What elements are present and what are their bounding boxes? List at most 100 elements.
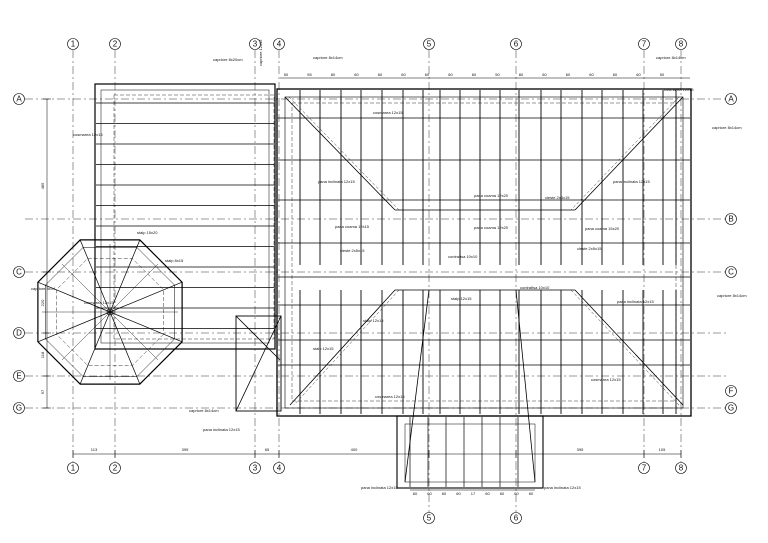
axis-bubble-left-label: C	[16, 268, 22, 277]
axis-bubble-bottom-label: 5	[427, 514, 432, 523]
axis-bubble-bottom-label: 1	[71, 464, 76, 473]
label-capriore-side: capriore 12x15	[258, 39, 263, 66]
axis-bubble-top-label: 1	[71, 40, 76, 49]
axis-bubble-top-circle	[510, 38, 522, 50]
label-cleste-3: cleste 2x5x15	[545, 195, 570, 200]
axis-bubble-left-label: D	[16, 329, 22, 338]
axis-bubble-left-circle	[13, 327, 25, 339]
hip-rafter-dashed	[288, 96, 400, 211]
roof-outline	[94, 83, 692, 489]
octagon-hip	[79, 311, 111, 385]
left-wing-outline	[94, 83, 276, 350]
porch-roof-inner	[404, 423, 536, 483]
dimension-value-top: 60	[589, 72, 594, 77]
label-contrafisa-2: contrafisa 10x10	[520, 285, 550, 290]
label-stalp-1: stalp 12x15	[363, 318, 384, 323]
line-segment	[515, 289, 536, 483]
axis-bubble-bottom-circle	[273, 462, 285, 474]
axis-bubble-bottom-label: 6	[514, 514, 519, 523]
octagonal-turret	[37, 239, 183, 385]
axis-bubble-bottom-circle	[423, 512, 435, 524]
axis-bubble-right-circle	[725, 385, 737, 397]
axis-bubble-right-label: A	[728, 95, 734, 104]
dimension-value-top: 60	[472, 72, 477, 77]
axis-bubble-top-label: 4	[277, 40, 282, 49]
label-pana-coama-1: pana coama 12x15	[335, 224, 370, 229]
hip-rafter-dashed	[570, 289, 680, 406]
dimension-value-lower: 17	[471, 491, 476, 496]
axis-bubble-top-label: 3	[253, 40, 258, 49]
label-capriore-bottom: capriore 8x14cm	[189, 408, 219, 413]
hip-rafter-dashed	[293, 289, 400, 406]
axis-bubble-left-circle	[13, 370, 25, 382]
label-capriore-right2: capriore 8x14cm	[717, 293, 747, 298]
octagon-rafter	[109, 263, 159, 313]
octagon-hip	[79, 239, 111, 313]
label-capriore-top-b: capriore 8x14cm	[313, 55, 343, 60]
axis-bubble-bottom-circle	[510, 512, 522, 524]
dimension-value-top: 60	[636, 72, 641, 77]
line-segment	[574, 289, 684, 406]
axis-bubble-bottom-circle	[675, 462, 687, 474]
dimension-value-lower: 60	[427, 491, 432, 496]
axis-bubble-right-label: G	[728, 404, 734, 413]
dimension-value-top: 60	[542, 72, 547, 77]
axis-bubble-bottom-circle	[67, 462, 79, 474]
dimension-value-lower: 60	[442, 491, 447, 496]
octagon-rafter	[109, 311, 159, 361]
axis-bubble-bottom-label: 7	[642, 464, 647, 473]
label-capriore-top-c: capriore 8x14cm	[656, 55, 686, 60]
dimension-value-lower: 60	[514, 491, 519, 496]
axis-bubble-bottom-circle	[109, 462, 121, 474]
octagon-hip	[109, 311, 141, 385]
axis-bubble-left-label: E	[16, 372, 21, 381]
dimension-value-lower: 60	[485, 491, 490, 496]
octagon-hip	[37, 281, 111, 313]
axis-bubble-bottom-circle	[638, 462, 650, 474]
dimension-value-top: 60	[401, 72, 406, 77]
hip-rafters	[235, 96, 684, 483]
dimension-value-bottom: 105	[659, 447, 666, 452]
axis-bubble-left-label: A	[16, 95, 22, 104]
dimension-value-top: 50	[660, 72, 665, 77]
dimension-value-top: 50	[495, 72, 500, 77]
axis-bubble-bottom-label: 2	[113, 464, 118, 473]
axis-bubble-bottom-label: 8	[679, 464, 684, 473]
octagon-hip	[37, 311, 111, 343]
label-pana-inclinata-4: pana inclinata 12x15	[203, 427, 240, 432]
dimension-value-top: 55	[307, 72, 312, 77]
octagon-outer	[37, 239, 183, 385]
dimension-value-left: 97	[40, 389, 45, 394]
corner-roof-outline	[235, 315, 282, 412]
axis-bubble-top-label: 2	[113, 40, 118, 49]
label-popi-oct: stalp 15x20	[137, 230, 158, 235]
label-capriore-top-a: capriore 8x20cm	[213, 57, 243, 62]
axis-bubble-right-label: B	[728, 215, 733, 224]
octagon-hip	[109, 311, 183, 343]
rafters	[96, 90, 690, 487]
wall-line-dashed	[113, 94, 275, 340]
label-cosmarea-oct: cosmarea 12x15	[84, 300, 114, 305]
dimension-value-lower: 60	[529, 491, 534, 496]
octagon-hip	[109, 239, 141, 313]
axis-bubble-bottom-label: 4	[277, 464, 282, 473]
label-cosmarea-bottom: cosmarea 12x15	[375, 394, 405, 399]
axis-bubble-top-circle	[273, 38, 285, 50]
line-segment	[289, 289, 396, 406]
dimension-value-top: 60	[354, 72, 359, 77]
dimension-value-left: 118	[40, 351, 45, 358]
dimension-value-top: 50	[284, 72, 289, 77]
label-pana-inclinata-6: pana inclinata 12x15	[544, 485, 581, 490]
label-stalp-oct: stalp 8x15	[165, 258, 184, 263]
label-cleste-1: cleste 2x5x15	[340, 248, 365, 253]
label-cosmarea-main: cosmarea 12x15	[373, 110, 403, 115]
axis-bubble-right-label: C	[728, 268, 734, 277]
porch-roof-outline	[396, 415, 544, 489]
label-pana-coama-4: pana coama 15x20	[585, 226, 620, 231]
axis-bubble-top-label: 8	[679, 40, 684, 49]
axis-bubble-top-label: 6	[514, 40, 519, 49]
axis-bubble-right-label: F	[729, 387, 734, 396]
axis-bubble-top-circle	[249, 38, 261, 50]
label-stalp-2: stalp 12x15	[451, 296, 472, 301]
